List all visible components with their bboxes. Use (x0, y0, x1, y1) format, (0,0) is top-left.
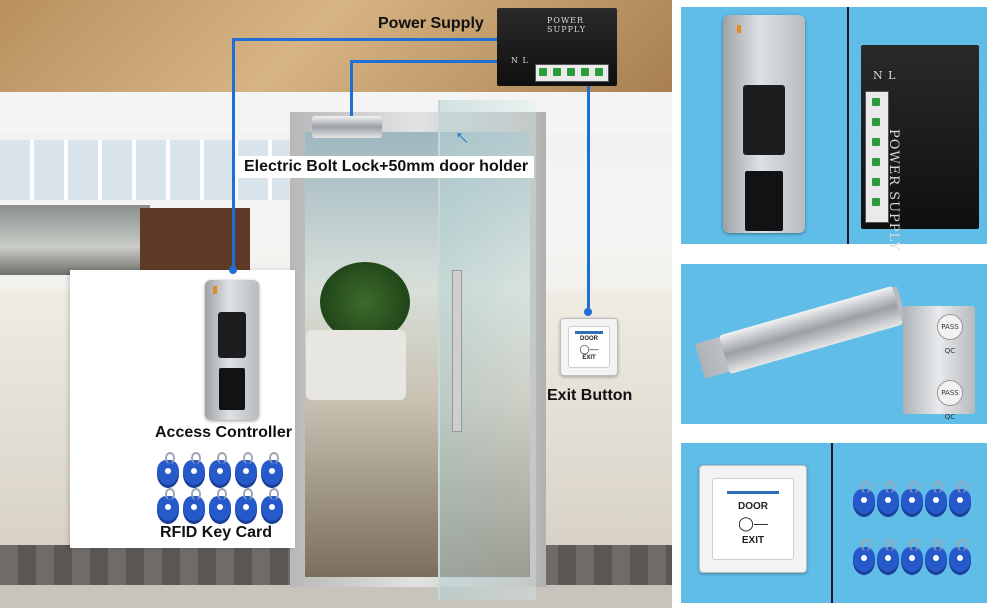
key-icon: ◯— (738, 515, 768, 531)
plant (320, 262, 410, 342)
rfid-fob (877, 481, 899, 517)
exit-button-closeup: DOOR ◯— EXIT (699, 465, 807, 573)
rfid-fob (901, 481, 923, 517)
rfid-fob (157, 452, 179, 488)
door-holder-bracket: PASS QC PASS QC (903, 306, 975, 421)
rfid-card-label: RFID Key Card (160, 524, 273, 541)
rfid-fob (157, 488, 179, 524)
terminal-screw (872, 118, 880, 126)
power-supply-closeup: POWER SUPPLY N L (861, 45, 979, 251)
electric-bolt-lock (312, 116, 382, 138)
rfid-fob (183, 488, 205, 524)
door-handle (452, 270, 462, 432)
panel-exit-fobs: DOOR ◯— EXIT (681, 443, 987, 603)
rfid-fob (261, 452, 283, 488)
exit-door-text: DOOR (580, 336, 598, 342)
wire-controller-top (232, 38, 497, 41)
rfid-fob (949, 539, 971, 575)
wire-lock-top (350, 60, 498, 63)
psu-nl-mark: N L (511, 56, 529, 65)
power-supply-unit: POWER SUPPLY N L (497, 8, 617, 86)
electric-bolt-lock-closeup (718, 285, 904, 375)
terminal-screw (595, 68, 603, 76)
panel-controller-psu: POWER SUPPLY N L (681, 7, 987, 251)
exit-button-label: Exit Button (547, 387, 633, 404)
exit-exit-text: EXIT (582, 355, 596, 361)
panel-divider (831, 443, 833, 603)
rfid-fob (877, 539, 899, 575)
wire-end-dot (584, 308, 592, 316)
sofa (306, 330, 406, 400)
floor-edge (0, 585, 672, 608)
bolt-lock-label: Electric Bolt Lock+50mm door holder (238, 156, 535, 178)
exit-button-plate: DOOR ◯— EXIT (560, 318, 618, 376)
rfid-fob (925, 481, 947, 517)
exit-indicator-bar (727, 491, 779, 494)
terminal-screw (581, 68, 589, 76)
psu-title: POWER SUPPLY (547, 16, 587, 34)
exit-indicator-bar (575, 331, 603, 334)
terminal-screw (539, 68, 547, 76)
key-icon: ◯— (579, 344, 599, 354)
card-reader-pad (219, 368, 245, 410)
terminal-screw (872, 98, 880, 106)
terminal-block (865, 91, 889, 223)
terminal-screw (872, 158, 880, 166)
wire-exit-vertical (587, 80, 590, 310)
status-led (213, 286, 217, 294)
rfid-fob (235, 452, 257, 488)
installation-scene: POWER SUPPLY N L Power Supply Electric B… (0, 0, 672, 608)
pass-qc-sticker: PASS QC (937, 314, 963, 355)
wire-lock-vertical (350, 60, 353, 118)
terminal-screw (553, 68, 561, 76)
rfid-fob (183, 452, 205, 488)
exit-door-text: DOOR (738, 501, 768, 512)
terminal-screw (872, 138, 880, 146)
rfid-fob (901, 539, 923, 575)
terminal-screw (872, 198, 880, 206)
terminal-screw (567, 68, 575, 76)
pass-qc-sticker: PASS QC (937, 380, 963, 421)
power-supply-label: Power Supply (378, 15, 484, 32)
exit-exit-text: EXIT (741, 535, 765, 546)
wire-controller-vertical (232, 38, 235, 270)
rfid-fob (949, 481, 971, 517)
card-reader-pad (745, 171, 783, 231)
rfid-fob (235, 488, 257, 524)
access-controller-device (205, 280, 259, 420)
wire-end-dot (229, 266, 237, 274)
status-led (737, 25, 741, 33)
exit-button-face: DOOR ◯— EXIT (568, 326, 610, 368)
rfid-fob (853, 481, 875, 517)
access-controller-closeup (723, 15, 805, 233)
rfid-fob (261, 488, 283, 524)
access-controller-label: Access Controller (155, 424, 292, 441)
terminal-block (535, 64, 609, 82)
fingerprint-sensor (743, 85, 785, 155)
wall-painting (0, 205, 150, 275)
rfid-fob (209, 452, 231, 488)
exit-button-face: DOOR ◯— EXIT (712, 478, 794, 560)
panel-bolt-lock: PASS QC PASS QC (681, 264, 987, 424)
rfid-fob (853, 539, 875, 575)
panel-divider (847, 7, 849, 244)
terminal-screw (872, 178, 880, 186)
rfid-fob (925, 539, 947, 575)
fingerprint-sensor (218, 312, 246, 358)
psu-nl-mark: N L (873, 69, 897, 82)
rfid-fob (209, 488, 231, 524)
